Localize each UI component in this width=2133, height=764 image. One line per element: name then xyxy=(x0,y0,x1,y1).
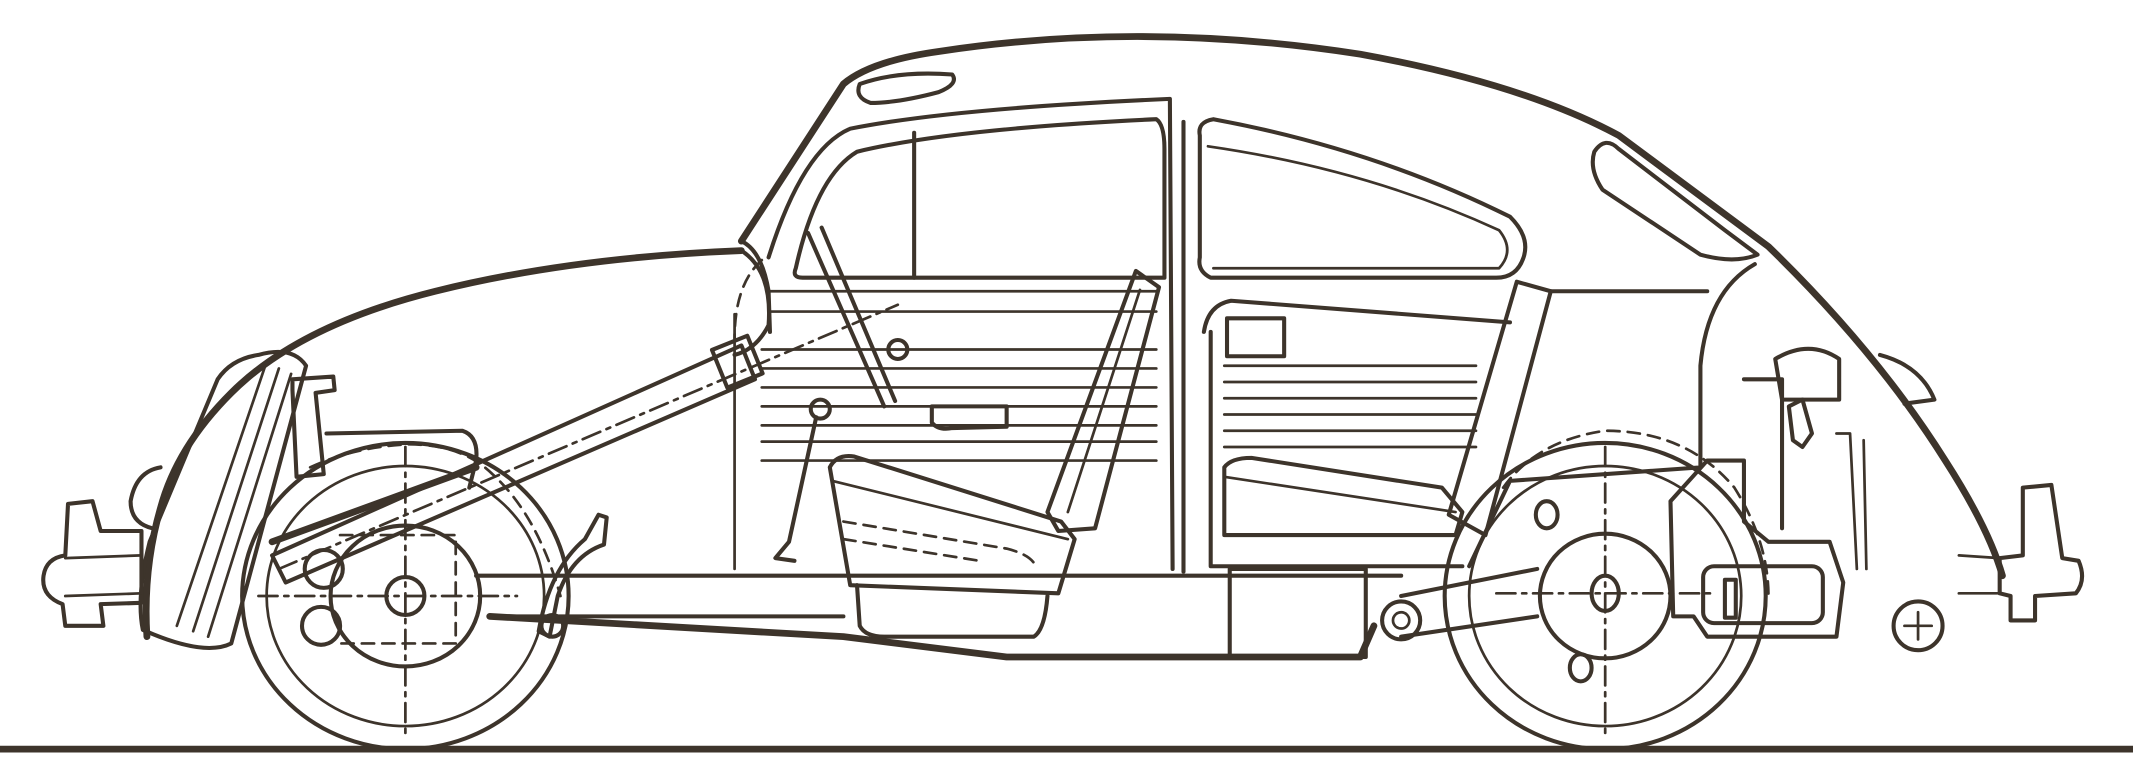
rear-bumper xyxy=(1997,482,2085,623)
rear-window xyxy=(1590,140,1760,262)
rear-panel-lines xyxy=(1222,364,1478,449)
floor-tunnel-box xyxy=(1227,566,1368,660)
engine-column xyxy=(1741,346,1842,531)
rear-quarter-panel xyxy=(1467,262,1757,569)
rear-bumper-bar xyxy=(1957,554,2002,595)
muffler-cross xyxy=(1903,610,1934,641)
gearbox-slot xyxy=(1722,577,1738,620)
front-door-panel xyxy=(733,289,1158,571)
handbrake-knob xyxy=(808,397,832,421)
rear-lid-fin xyxy=(1877,352,1937,406)
engine xyxy=(1668,458,1846,639)
spare-wheel-tread xyxy=(175,364,293,639)
hood-dash-curve xyxy=(733,258,764,341)
front-seat-cushion xyxy=(827,454,1077,596)
front-fender-well xyxy=(324,428,479,490)
headlight-ring xyxy=(128,465,163,531)
engine-pipes xyxy=(1835,432,1868,571)
front-side-window xyxy=(792,117,1167,280)
hood-cut xyxy=(732,248,772,357)
front-seat-base xyxy=(854,583,1050,639)
carburetor xyxy=(1786,397,1815,450)
roof-vent xyxy=(856,71,956,105)
front-bumper-bar xyxy=(63,554,143,598)
door-handle xyxy=(929,404,1009,431)
front-bumper xyxy=(41,499,144,628)
rear-armrest xyxy=(1224,316,1287,359)
handbrake-lever xyxy=(773,415,819,563)
front-seat-cushion-top xyxy=(831,479,1070,541)
steering-wheel-rod xyxy=(805,225,898,409)
torsion-bar-mount-inner xyxy=(1391,610,1411,630)
steering-column xyxy=(270,343,758,585)
rear-fender-dash xyxy=(1501,429,1770,598)
rear-side-window-inner xyxy=(1206,144,1509,270)
spare-wheel xyxy=(138,349,309,650)
rear-wheel xyxy=(1442,440,1768,752)
swing-axle xyxy=(1399,566,1540,639)
rear-seat-cushion xyxy=(1222,455,1465,538)
torsion-bar-mount xyxy=(1380,599,1423,642)
door-frame xyxy=(766,96,1175,571)
gearbox-case xyxy=(1701,564,1825,626)
front-seat-back-inner xyxy=(1066,288,1142,514)
roof-outline xyxy=(737,33,2006,580)
front-seat-back xyxy=(1045,268,1162,534)
front-seat-dash xyxy=(842,520,1056,578)
rear-panel-outline xyxy=(1201,298,1513,569)
steering-column-clamp xyxy=(709,333,765,390)
front-wheel xyxy=(240,440,571,752)
front-suspension xyxy=(290,374,337,479)
rear-side-window xyxy=(1197,117,1528,280)
front-hood xyxy=(142,247,745,641)
muffler xyxy=(1891,599,1945,653)
rear-seat-cushion-top xyxy=(1222,475,1457,514)
